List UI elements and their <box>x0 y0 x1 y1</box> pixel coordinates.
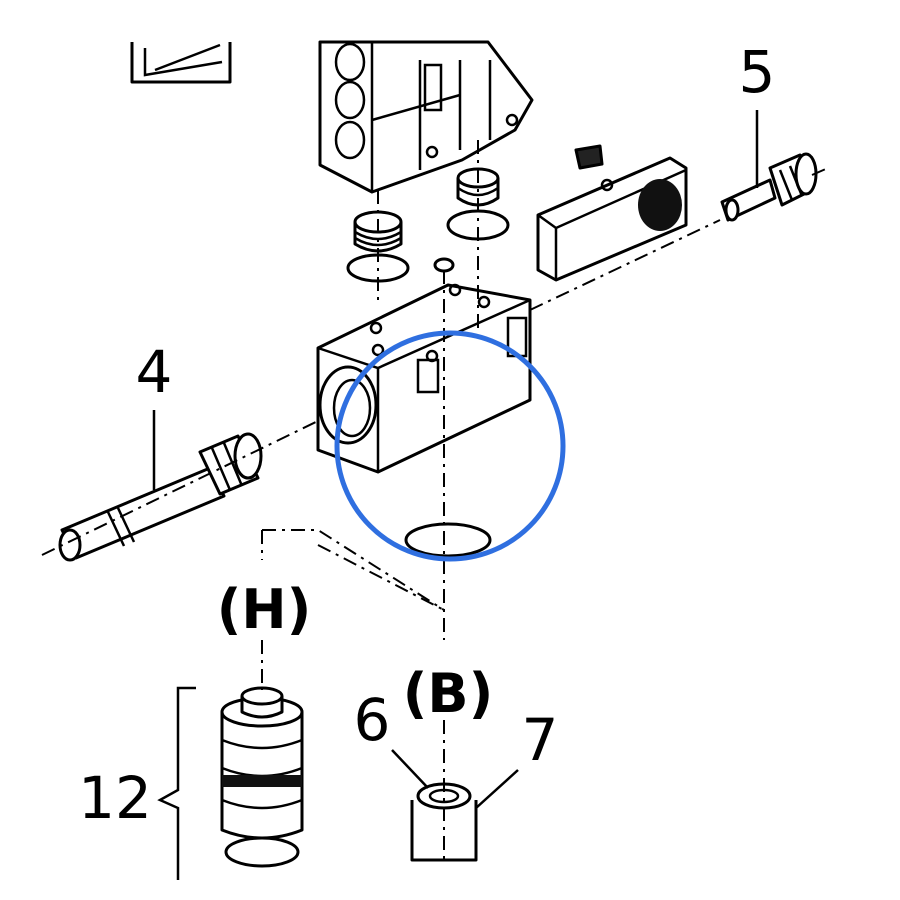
upper-housing <box>318 40 534 194</box>
callout-7: 7 <box>522 706 559 774</box>
callout-b: (B) <box>403 662 494 725</box>
lower-o-ring <box>404 522 492 558</box>
part-4-shaft <box>58 432 263 562</box>
handle-plate <box>536 156 688 282</box>
valve-block <box>316 283 532 474</box>
highlight-circle <box>334 330 566 562</box>
callout-12: 12 <box>78 764 152 832</box>
part-12-cartridge <box>220 686 304 868</box>
callout-5: 5 <box>739 38 776 106</box>
set-screw <box>574 144 604 170</box>
callout-6: 6 <box>354 686 391 754</box>
part-top-left <box>130 42 232 84</box>
leader-lines <box>152 110 759 880</box>
callout-h: (H) <box>217 578 312 641</box>
small-o-ring <box>433 257 455 273</box>
callout-4: 4 <box>136 338 173 406</box>
part-5-fitting <box>720 152 818 222</box>
